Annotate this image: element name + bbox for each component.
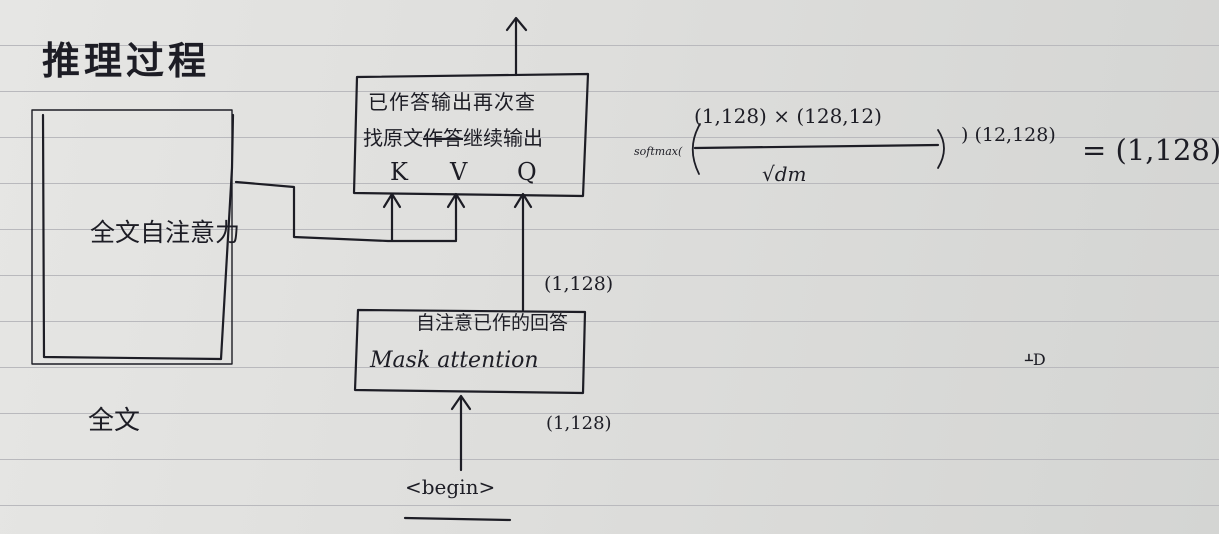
k-label: K [390,158,408,186]
context-outer-label: 全文 [88,406,141,436]
k-arrow [382,192,402,242]
decoder-line-2b: 继续输出 [463,126,543,150]
mask-box [353,308,587,395]
mask-line-2: Mask attention [370,348,539,373]
formula-right-paren [937,129,945,169]
decoder-line-2: 找原文作答继续输出 [363,128,543,148]
mask-output-dim: (1,128) [544,273,614,295]
misc-mark: ᚆD [1025,350,1046,369]
decoder-box [352,72,590,198]
context-inner-label: 全文自注意力 [90,218,241,247]
formula-result: = (1,128) [1082,133,1219,167]
decoder-struck-word: 作答 [423,126,463,150]
begin-arrow [450,394,472,472]
formula-numerator: (1,128) × (128,12) [694,104,882,128]
mask-input-dim: (1,128) [546,413,612,434]
decoder-line-2a: 找原文 [363,126,423,150]
v-arrow [446,192,466,242]
formula-left-paren [691,123,701,175]
fraction-bar [693,143,940,150]
begin-underline [403,516,512,522]
v-label: V [450,158,468,186]
page-title: 推理过程 [42,38,211,83]
context-to-kv-line [234,180,458,243]
q-label: Q [517,158,537,186]
begin-token: <begin> [405,475,496,499]
formula-multiplier: ) (12,128) [961,124,1056,146]
decoder-output-arrow [505,16,528,77]
mask-line-1: 自注意已作的回答 [416,312,569,334]
decoder-line-1: 已作答输出再次查 [368,90,536,114]
formula-softmax: softmax( [634,145,683,158]
formula-denominator: √dm [762,162,807,186]
context-inner-box [31,109,233,365]
q-arrow [513,192,533,312]
